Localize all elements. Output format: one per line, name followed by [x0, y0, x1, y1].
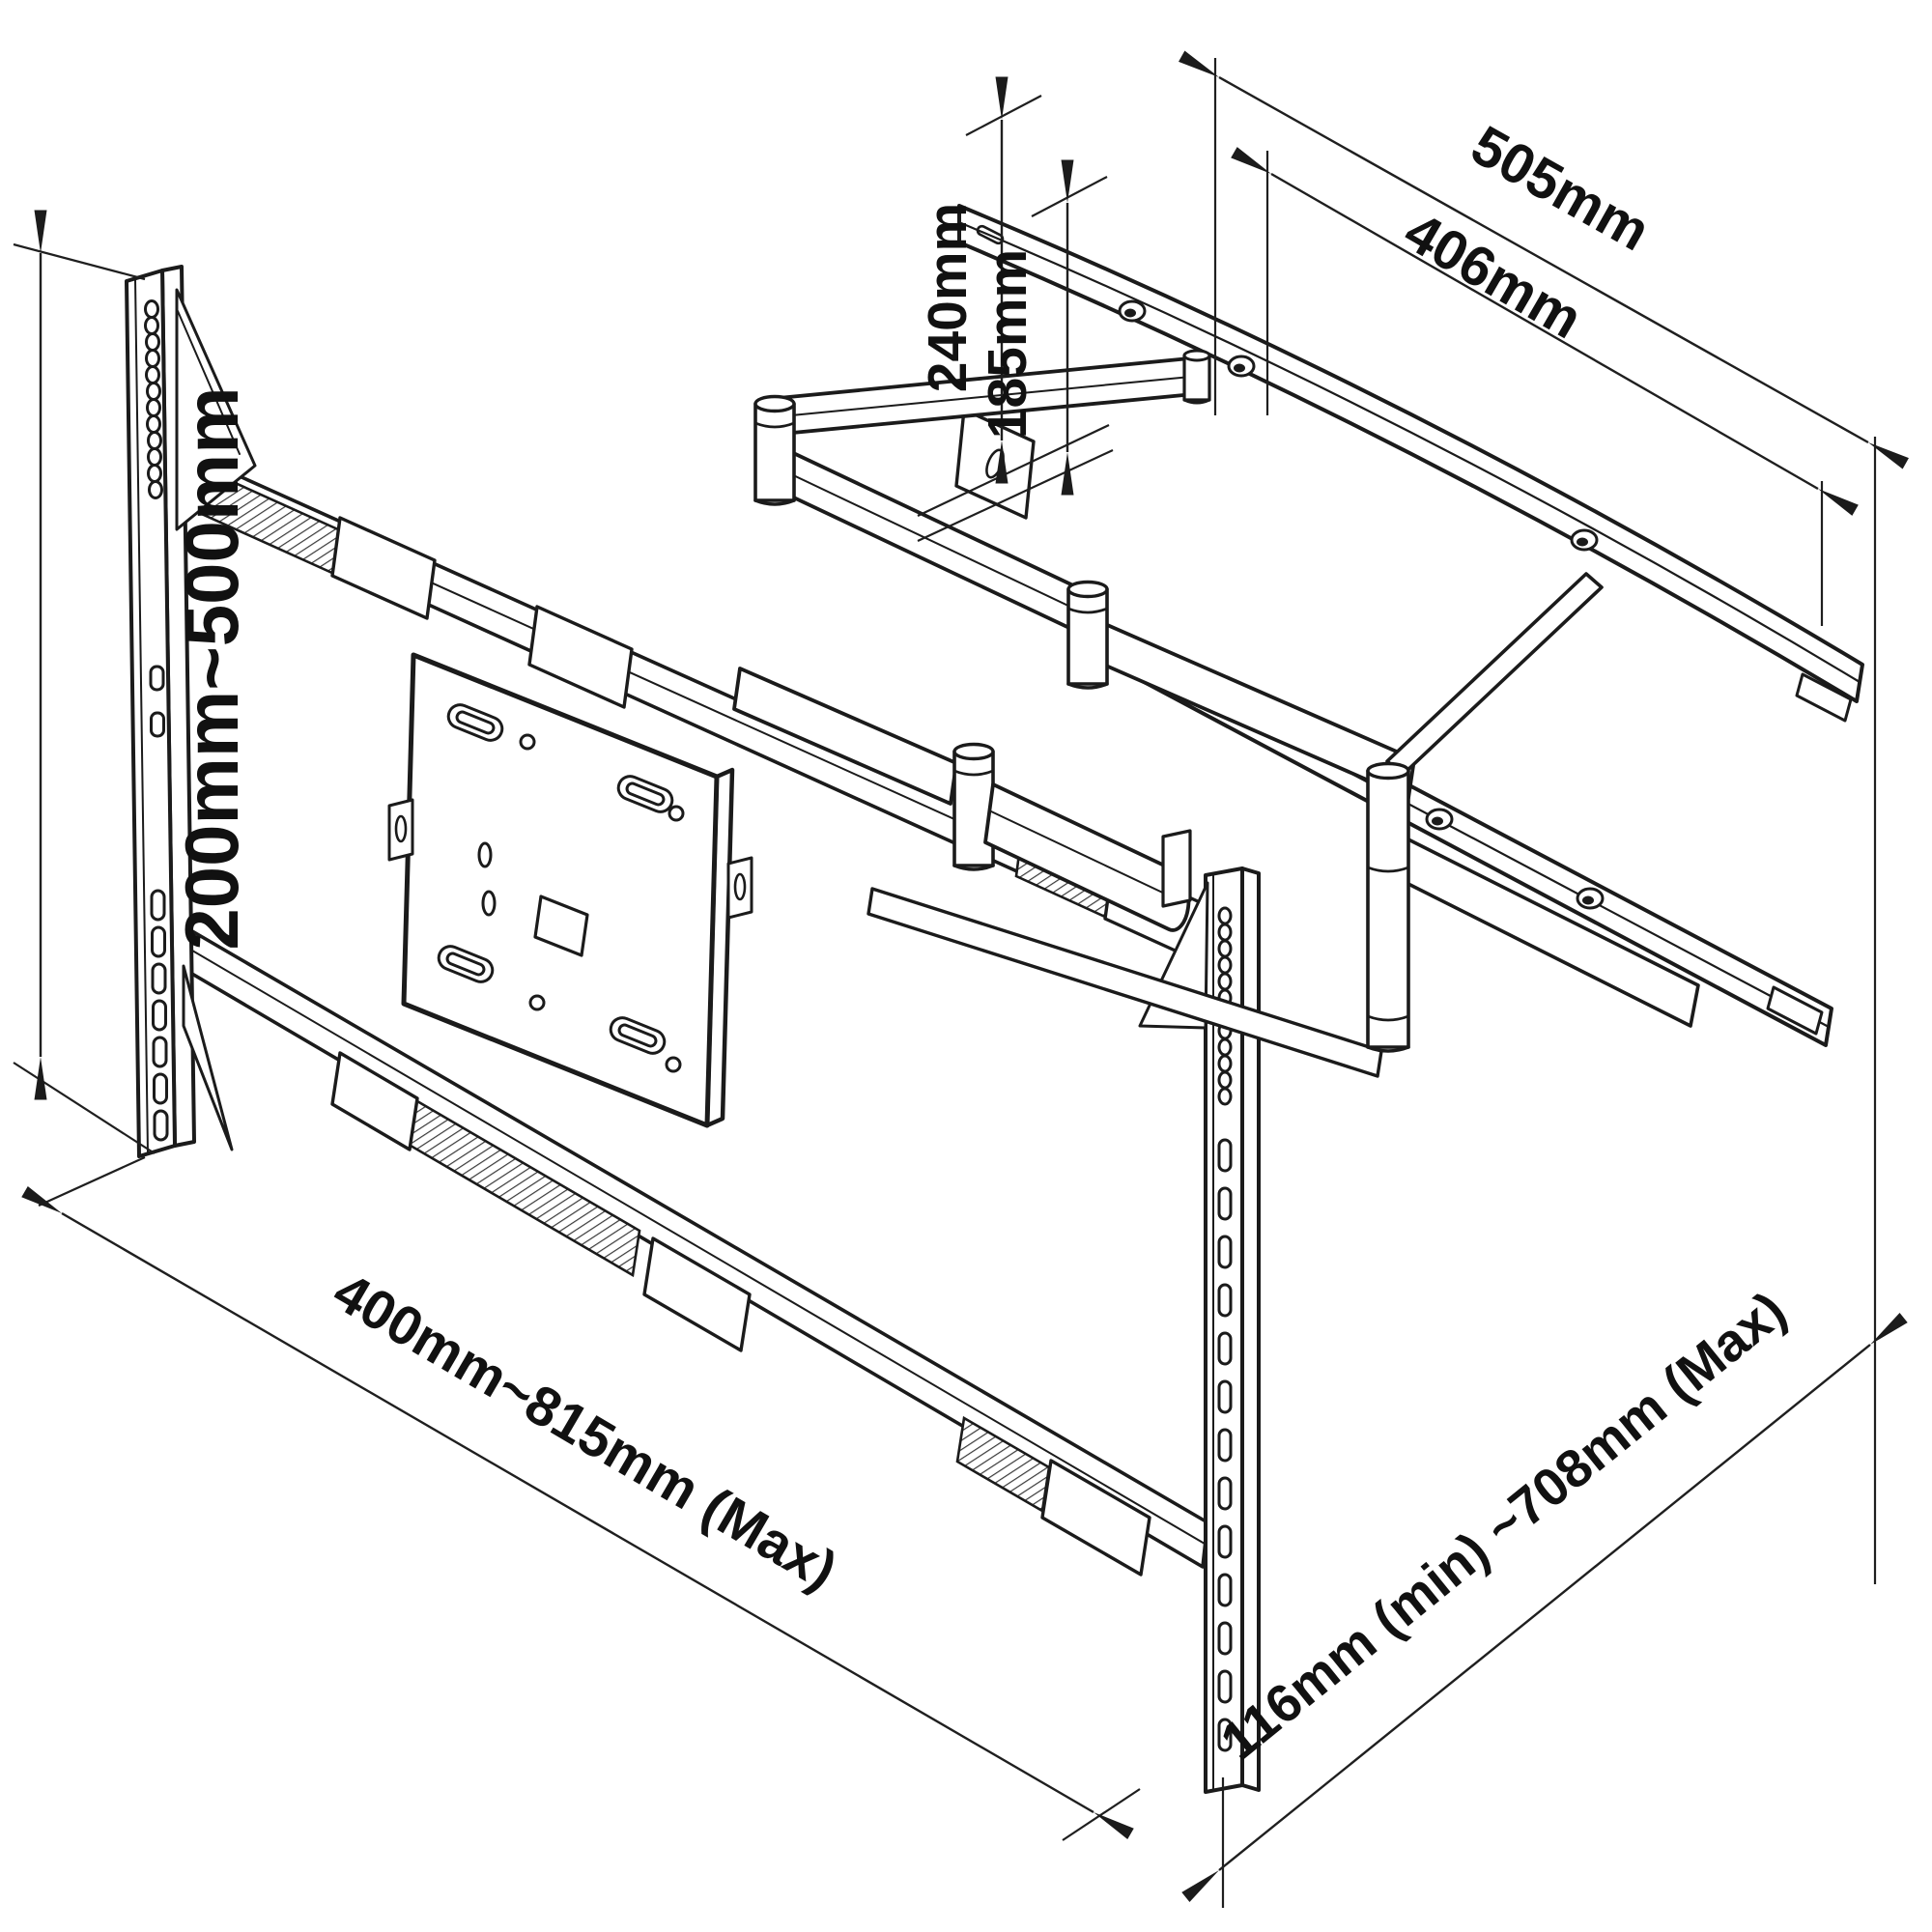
dim-extension-label: 116mm (min) ~708mm (Max) [1209, 1280, 1797, 1772]
upper-arm-wall-pivot [1182, 349, 1211, 405]
dim-drop-inner: 185mm [917, 159, 1114, 542]
wall-plate-left-bracket [954, 408, 1036, 520]
dim-width: 400mm~815mm (Max) [21, 1155, 1141, 1841]
articulating-arm-upper [753, 349, 1416, 800]
dim-extension-line [1181, 1312, 1908, 1903]
tv-rail-left-holes [144, 299, 163, 499]
dim-drop-outer-ext-bottom [917, 424, 1110, 517]
dim-height-label: 200mm~500mm [169, 386, 254, 950]
dim-width-ext-right [1062, 1788, 1141, 1841]
dim-drop-outer-tick-top [965, 95, 1042, 136]
dim-height: 200mm~500mm [13, 210, 254, 1154]
vesa-plate-corner-slots [437, 703, 674, 1055]
dim-drop-inner-ext-bottom [917, 449, 1114, 542]
dim-drop-outer-label: 240mm [917, 203, 979, 392]
lower-arm-long-link [867, 887, 1383, 1078]
upper-arm-elbow-cylinder [753, 394, 796, 506]
dim-extension: 116mm (min) ~708mm (Max) [1181, 437, 1908, 1908]
dim-height-ext-top [13, 242, 146, 281]
dim-drop-inner-tick-top [1031, 176, 1108, 217]
dim-width-ext-left [38, 1155, 146, 1208]
wall-plate-upper-rail-end-tab [1795, 672, 1853, 723]
tv-rail-left [125, 265, 257, 1158]
upper-crossbar-clamp-1 [330, 516, 437, 620]
tv-rail-left-gusset-bottom [182, 964, 234, 1151]
tv-rail-left-gusset-top [175, 288, 257, 531]
tv-rail-left-slots [149, 665, 169, 1142]
vesa-plate-front-face [401, 652, 720, 1128]
vesa-plate-left-tab [387, 798, 414, 862]
dim-drop-outer: 240mm [917, 76, 1110, 517]
vesa-plate-holes [477, 733, 685, 1073]
wall-plate-lower-rail-end-tab [1766, 985, 1824, 1036]
upper-arm-pivot-cylinder [1066, 580, 1109, 690]
lower-crossbar-clamp-1 [330, 1051, 419, 1151]
lower-arm-upper-strut [1385, 572, 1604, 777]
vesa-plate [387, 652, 753, 1128]
lower-arm-pivot-cylinder [1366, 761, 1410, 1053]
wall-plate-lower-rail-screws [1425, 808, 1605, 910]
dim-width-line [21, 1186, 1134, 1839]
lower-arm-elbow-cylinder [952, 742, 995, 871]
vesa-plate-center-opening [533, 895, 589, 957]
upper-crossbar-clamp-2 [527, 605, 634, 709]
lower-arm-connector [1161, 829, 1192, 908]
dimension-annotations: 200mm~500mm 400mm~815mm (Max) 116mm (min… [13, 50, 1909, 1908]
dim-wall-inner-line [1231, 147, 1859, 516]
dim-drop-inner-label: 185mm [977, 249, 1038, 439]
dim-height-ext-bottom [13, 1062, 156, 1154]
lower-arm-front-link [732, 667, 958, 806]
vesa-plate-right-tab [726, 856, 753, 920]
articulating-arm-lower [732, 572, 1700, 1078]
